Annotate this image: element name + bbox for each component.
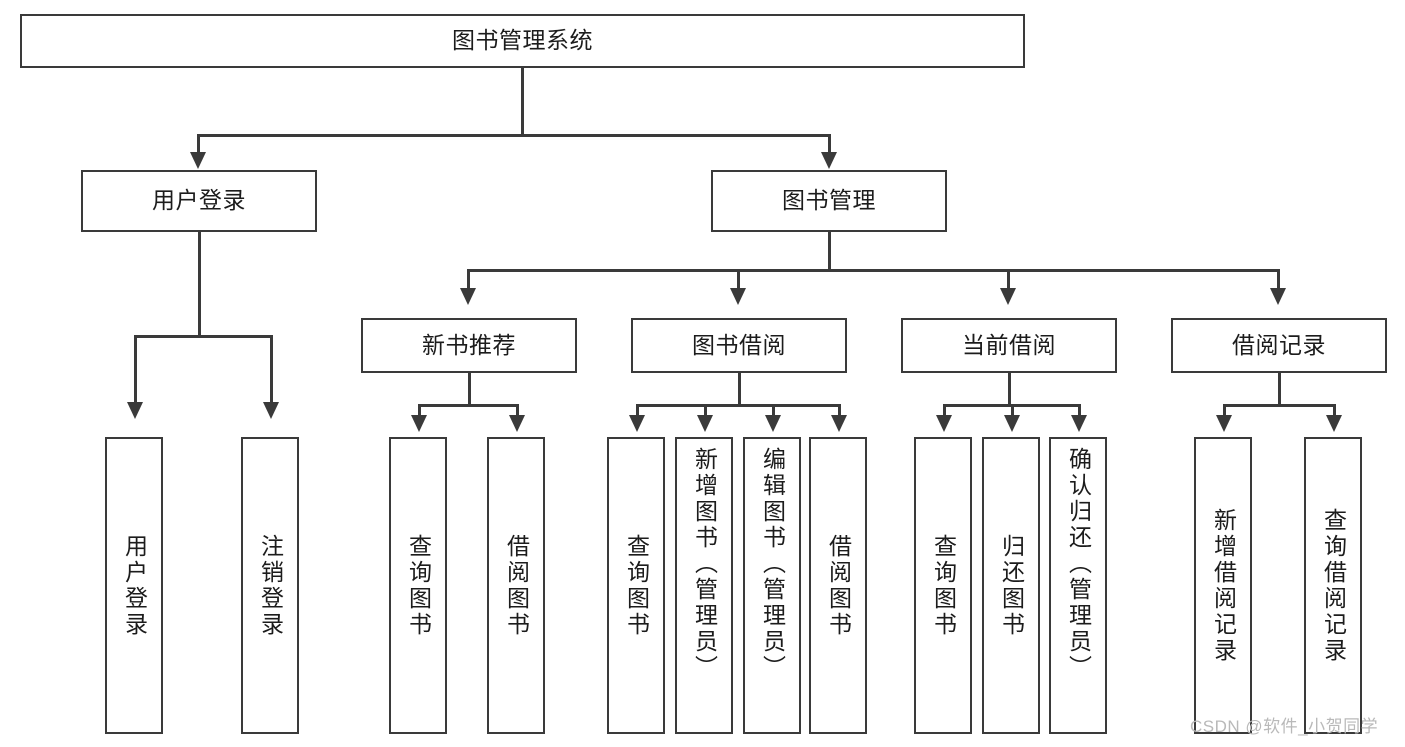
arrow-new-book-leaf2 bbox=[509, 415, 525, 432]
node-label: 当前借阅 bbox=[962, 331, 1056, 358]
connector-to-current-borrow bbox=[1007, 269, 1010, 291]
leaf-book-borrow-add[interactable]: 新增图书（管理员） bbox=[675, 437, 733, 734]
node-label: 新增借阅记录 bbox=[1210, 507, 1237, 664]
node-user-login[interactable]: 用户登录 bbox=[81, 170, 317, 232]
arrow-user-login-leaf2 bbox=[263, 402, 279, 419]
connector-current-borrow-leaf2 bbox=[1011, 404, 1014, 418]
node-label: 查询借阅记录 bbox=[1320, 507, 1347, 664]
leaf-user-login-logout[interactable]: 注销登录 bbox=[241, 437, 299, 734]
arrow-book-borrow-leaf4 bbox=[831, 415, 847, 432]
node-root-system[interactable]: 图书管理系统 bbox=[20, 14, 1025, 68]
leaf-book-borrow-query[interactable]: 查询图书 bbox=[607, 437, 665, 734]
connector-borrow-record-leaf2 bbox=[1333, 404, 1336, 418]
connector-book-borrow-leaf2 bbox=[704, 404, 707, 418]
node-label: 图书管理 bbox=[782, 187, 876, 214]
arrow-to-book-borrow bbox=[730, 288, 746, 305]
leaf-borrow-record-query[interactable]: 查询借阅记录 bbox=[1304, 437, 1362, 734]
node-book-borrow[interactable]: 图书借阅 bbox=[631, 318, 847, 373]
leaf-new-book-borrow[interactable]: 借阅图书 bbox=[487, 437, 545, 734]
arrow-to-borrow-record bbox=[1270, 288, 1286, 305]
node-label: 归还图书 bbox=[998, 533, 1025, 638]
arrow-book-borrow-leaf3 bbox=[765, 415, 781, 432]
connector-to-borrow-record bbox=[1277, 269, 1280, 291]
node-label: 借阅图书 bbox=[503, 533, 530, 638]
node-label: 编辑图书（管理员） bbox=[759, 447, 786, 681]
leaf-book-borrow-borrow[interactable]: 借阅图书 bbox=[809, 437, 867, 734]
node-label: 确认归还（管理员） bbox=[1065, 447, 1092, 681]
node-label: 图书借阅 bbox=[692, 331, 786, 358]
connector-book-mgmt-bus bbox=[467, 269, 1280, 272]
leaf-current-borrow-return[interactable]: 归还图书 bbox=[982, 437, 1040, 734]
arrow-borrow-record-leaf2 bbox=[1326, 415, 1342, 432]
node-label: 新增图书（管理员） bbox=[691, 447, 718, 681]
arrow-current-borrow-leaf1 bbox=[936, 415, 952, 432]
node-book-management[interactable]: 图书管理 bbox=[711, 170, 947, 232]
connector-user-login-stem bbox=[198, 232, 201, 337]
connector-book-borrow-leaf4 bbox=[838, 404, 841, 418]
node-label: 查询图书 bbox=[405, 533, 432, 638]
node-label: 查询图书 bbox=[930, 533, 957, 638]
connector-book-mgmt-stem bbox=[828, 232, 831, 272]
connector-root-stem bbox=[521, 68, 524, 136]
connector-current-borrow-stem bbox=[1008, 373, 1011, 406]
node-current-borrow[interactable]: 当前借阅 bbox=[901, 318, 1117, 373]
connector-user-login-leaf2 bbox=[270, 335, 273, 405]
arrow-to-new-book bbox=[460, 288, 476, 305]
connector-to-user-login bbox=[197, 134, 200, 156]
connector-user-login-leaf1 bbox=[134, 335, 137, 405]
connector-to-new-book bbox=[467, 269, 470, 291]
connector-borrow-record-stem bbox=[1278, 373, 1281, 406]
connector-user-login-bus bbox=[134, 335, 272, 338]
csdn-watermark: CSDN @软件_小贺同学 bbox=[1190, 717, 1379, 736]
arrow-book-borrow-leaf1 bbox=[629, 415, 645, 432]
arrow-current-borrow-leaf3 bbox=[1071, 415, 1087, 432]
connector-new-book-leaf2 bbox=[516, 404, 519, 418]
connector-new-book-bus bbox=[418, 404, 518, 407]
node-label: 借阅记录 bbox=[1232, 331, 1326, 358]
node-label: 新书推荐 bbox=[422, 331, 516, 358]
connector-to-book-mgmt bbox=[828, 134, 831, 156]
leaf-book-borrow-edit[interactable]: 编辑图书（管理员） bbox=[743, 437, 801, 734]
connector-borrow-record-leaf1 bbox=[1223, 404, 1226, 418]
connector-current-borrow-leaf1 bbox=[943, 404, 946, 418]
node-label: 注销登录 bbox=[257, 533, 284, 638]
arrow-book-borrow-leaf2 bbox=[697, 415, 713, 432]
connector-root-bus bbox=[197, 134, 829, 137]
node-borrow-record[interactable]: 借阅记录 bbox=[1171, 318, 1387, 373]
connector-to-book-borrow bbox=[737, 269, 740, 291]
connector-book-borrow-leaf1 bbox=[636, 404, 639, 418]
connector-new-book-stem bbox=[468, 373, 471, 406]
node-label: 查询图书 bbox=[623, 533, 650, 638]
arrow-new-book-leaf1 bbox=[411, 415, 427, 432]
arrow-user-login-leaf1 bbox=[127, 402, 143, 419]
connector-borrow-record-bus bbox=[1223, 404, 1335, 407]
leaf-new-book-query[interactable]: 查询图书 bbox=[389, 437, 447, 734]
node-label: 用户登录 bbox=[152, 187, 246, 214]
node-label: 用户登录 bbox=[121, 533, 148, 638]
connector-new-book-leaf1 bbox=[418, 404, 421, 418]
arrow-to-current-borrow bbox=[1000, 288, 1016, 305]
leaf-current-borrow-query[interactable]: 查询图书 bbox=[914, 437, 972, 734]
arrow-borrow-record-leaf1 bbox=[1216, 415, 1232, 432]
connector-book-borrow-bus bbox=[636, 404, 840, 407]
node-label: 借阅图书 bbox=[825, 533, 852, 638]
node-new-book-recommend[interactable]: 新书推荐 bbox=[361, 318, 577, 373]
connector-book-borrow-leaf3 bbox=[772, 404, 775, 418]
arrow-current-borrow-leaf2 bbox=[1004, 415, 1020, 432]
connector-current-borrow-leaf3 bbox=[1078, 404, 1081, 418]
connector-book-borrow-stem bbox=[738, 373, 741, 406]
leaf-user-login-login[interactable]: 用户登录 bbox=[105, 437, 163, 734]
arrow-to-user-login bbox=[190, 152, 206, 169]
leaf-borrow-record-add[interactable]: 新增借阅记录 bbox=[1194, 437, 1252, 734]
node-label: 图书管理系统 bbox=[452, 27, 593, 54]
leaf-current-borrow-confirm[interactable]: 确认归还（管理员） bbox=[1049, 437, 1107, 734]
arrow-to-book-mgmt bbox=[821, 152, 837, 169]
